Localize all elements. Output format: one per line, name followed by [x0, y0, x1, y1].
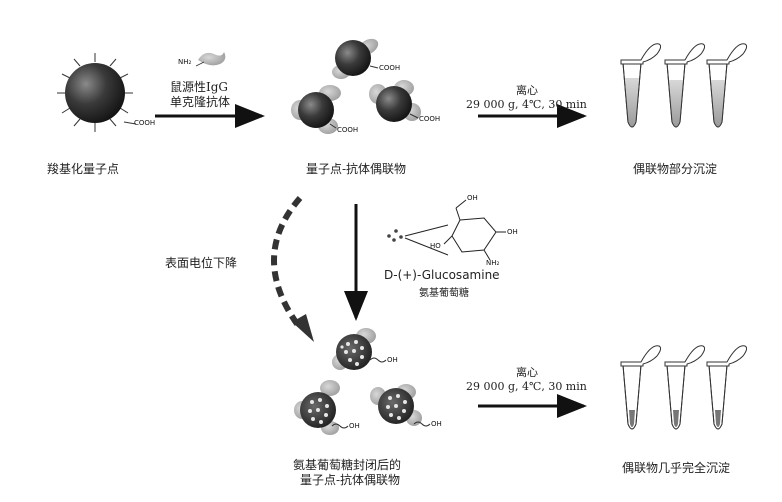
qd-antibody-conjugate-top: [332, 38, 379, 79]
nh2-label-glc: NH₂: [486, 259, 500, 267]
ho-label-glc-left: HO: [430, 242, 441, 250]
carboxyl-quantum-dot: [57, 53, 137, 132]
label-blocked-conjugate-line1: 氨基葡萄糖封闭后的: [293, 458, 402, 472]
tube-bottom-2: [664, 345, 706, 430]
oh-label-blocked-top: OH: [387, 356, 398, 364]
cooh-label-conj-right: COOH: [419, 115, 441, 123]
blocked-conjugate-top: [332, 328, 387, 370]
oh-label-glc-right: OH: [507, 228, 518, 236]
oh-label-blocked-left: OH: [349, 422, 360, 430]
label-blocked-conjugate-line2: 量子点-抗体偶联物: [300, 473, 401, 487]
tube-top-2: [664, 43, 706, 128]
tube-bottom-1: [620, 345, 662, 430]
reagent-line1: 鼠源性IgG: [170, 80, 229, 94]
label-almost-complete-precipitation: 偶联物几乎完全沉淀: [622, 461, 731, 475]
blocked-conjugate-right: [370, 384, 431, 427]
cooh-label-qd: COOH: [134, 119, 156, 127]
qd-antibody-conjugate-right: [369, 80, 421, 122]
label-partial-precipitation: 偶联物部分沉淀: [633, 162, 718, 176]
centrifuge-bottom-conditions: 29 000 g, 4℃, 30 min: [466, 380, 587, 393]
cooh-label-conj-top: COOH: [379, 64, 401, 72]
tubes-complete-precipitation: [620, 345, 748, 430]
tube-bottom-3: [706, 345, 748, 430]
glucosamine-name: D-(+)-Glucosamine: [384, 268, 500, 282]
tube-top-3: [706, 43, 748, 128]
label-surface-potential-drop: 表面电位下降: [165, 256, 238, 270]
curved-dashed-arrow: [271, 196, 314, 342]
nh2-label-antibody: NH₂: [178, 58, 192, 66]
tubes-partial-precipitation: [620, 43, 748, 128]
centrifuge-bottom-label: 离心: [516, 366, 538, 379]
label-carboxyl-qd: 羧基化量子点: [47, 162, 120, 176]
centrifuge-top-label: 离心: [516, 84, 538, 97]
qd-antibody-conjugate-left: [291, 85, 341, 134]
antibody-icon: [195, 52, 226, 67]
oh-label-blocked-right: OH: [431, 420, 442, 428]
glucosamine-structure: [387, 199, 506, 261]
tube-top-1: [620, 43, 662, 128]
centrifuge-top-conditions: 29 000 g, 4℃, 30 min: [466, 98, 587, 111]
oh-label-glc-top: OH: [467, 194, 478, 202]
cooh-label-conj-left: COOH: [337, 126, 359, 134]
reagent-line2: 单克隆抗体: [170, 95, 231, 109]
glucosamine-name-cn: 氨基葡萄糖: [419, 288, 469, 299]
label-qd-antibody-conjugate: 量子点-抗体偶联物: [306, 162, 407, 176]
blocked-conjugate-left: [294, 380, 349, 435]
